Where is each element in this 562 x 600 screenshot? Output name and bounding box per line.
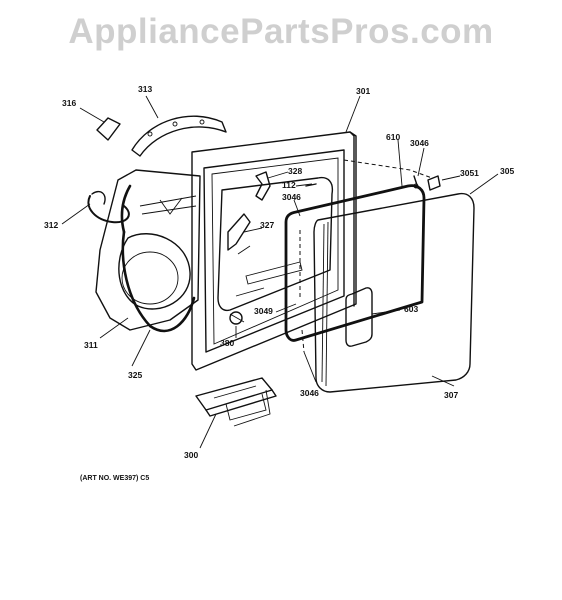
callout-610: 610 [386,132,400,142]
callout-312: 312 [44,220,58,230]
callout-3049: 3049 [254,306,273,316]
watermark: AppliancePartsPros.com [68,12,494,51]
part-3051 [427,175,441,191]
callout-311: 311 [84,340,98,350]
callout-300: 300 [184,450,198,460]
callout-316: 316 [62,98,76,108]
part-311-inner-duct [95,169,201,331]
callout-603: 603 [404,304,418,314]
callout-3046-top: 3046 [410,138,429,148]
part-305-outer-door [313,192,475,393]
part-112-screw [305,183,317,187]
part-301-door-frame [191,131,357,371]
part-300-filter [195,377,277,427]
part-3046-screw-top [413,175,419,189]
callout-3046-bottom: 3046 [300,388,319,398]
callout-327: 327 [260,220,274,230]
part-328-clip [255,171,271,201]
callout-313: 313 [138,84,152,94]
part-316-strip [96,117,121,141]
callout-305: 305 [500,166,514,176]
callout-112: 112 [282,180,296,190]
part-327-strike [227,213,251,255]
callout-328: 328 [288,166,302,176]
callout-307: 307 [444,390,458,400]
part-313-bracket [131,115,227,157]
part-610-gasket [284,184,426,342]
callout-301: 301 [356,86,370,96]
part-325-seal [120,184,196,333]
callout-3046-mid: 3046 [282,192,301,202]
part-312-cable [87,190,130,224]
leader-dashed [299,159,433,353]
callout-380: 380 [220,338,234,348]
callout-325: 325 [128,370,142,380]
art-number: (ART NO. WE397) C5 [80,475,149,482]
callout-3051: 3051 [460,168,479,178]
leader-lines [61,95,499,449]
part-603-handle [345,287,373,347]
part-380-knob [229,311,245,325]
